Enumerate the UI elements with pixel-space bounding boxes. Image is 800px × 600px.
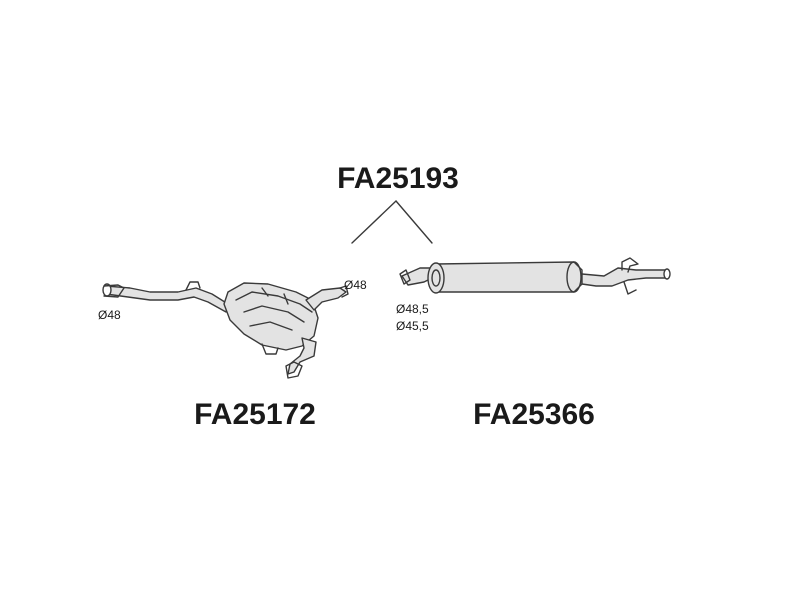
- right-exhaust-assembly: [399, 257, 671, 295]
- label-top-part: FA25193: [337, 162, 459, 195]
- dim-right-inlet-a: Ø48,5: [396, 302, 429, 316]
- pointer-lines: [351, 200, 433, 244]
- dim-right-inlet-b: Ø45,5: [396, 319, 429, 333]
- left-exhaust-assembly: [102, 281, 349, 379]
- dim-left-inlet: Ø48: [98, 308, 121, 322]
- label-right-part: FA25366: [473, 398, 595, 431]
- dim-left-outlet: Ø48: [344, 278, 367, 292]
- label-left-part: FA25172: [194, 398, 316, 431]
